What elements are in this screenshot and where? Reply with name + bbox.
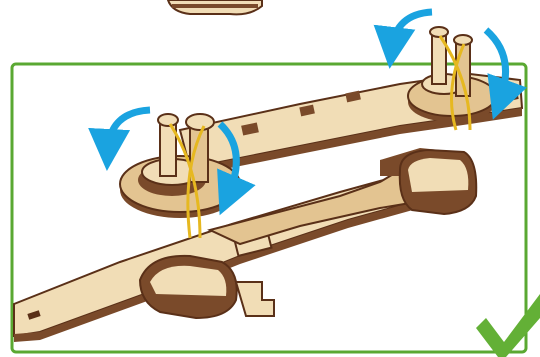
right-clamp — [400, 150, 477, 214]
rotate-arrow-icon — [108, 110, 150, 150]
left-clamp — [140, 256, 274, 318]
rotate-arrow-icon — [392, 12, 432, 48]
left-pivot-base — [120, 156, 240, 218]
checkmark-icon — [476, 294, 540, 357]
top-cropped-piece — [168, 0, 262, 14]
